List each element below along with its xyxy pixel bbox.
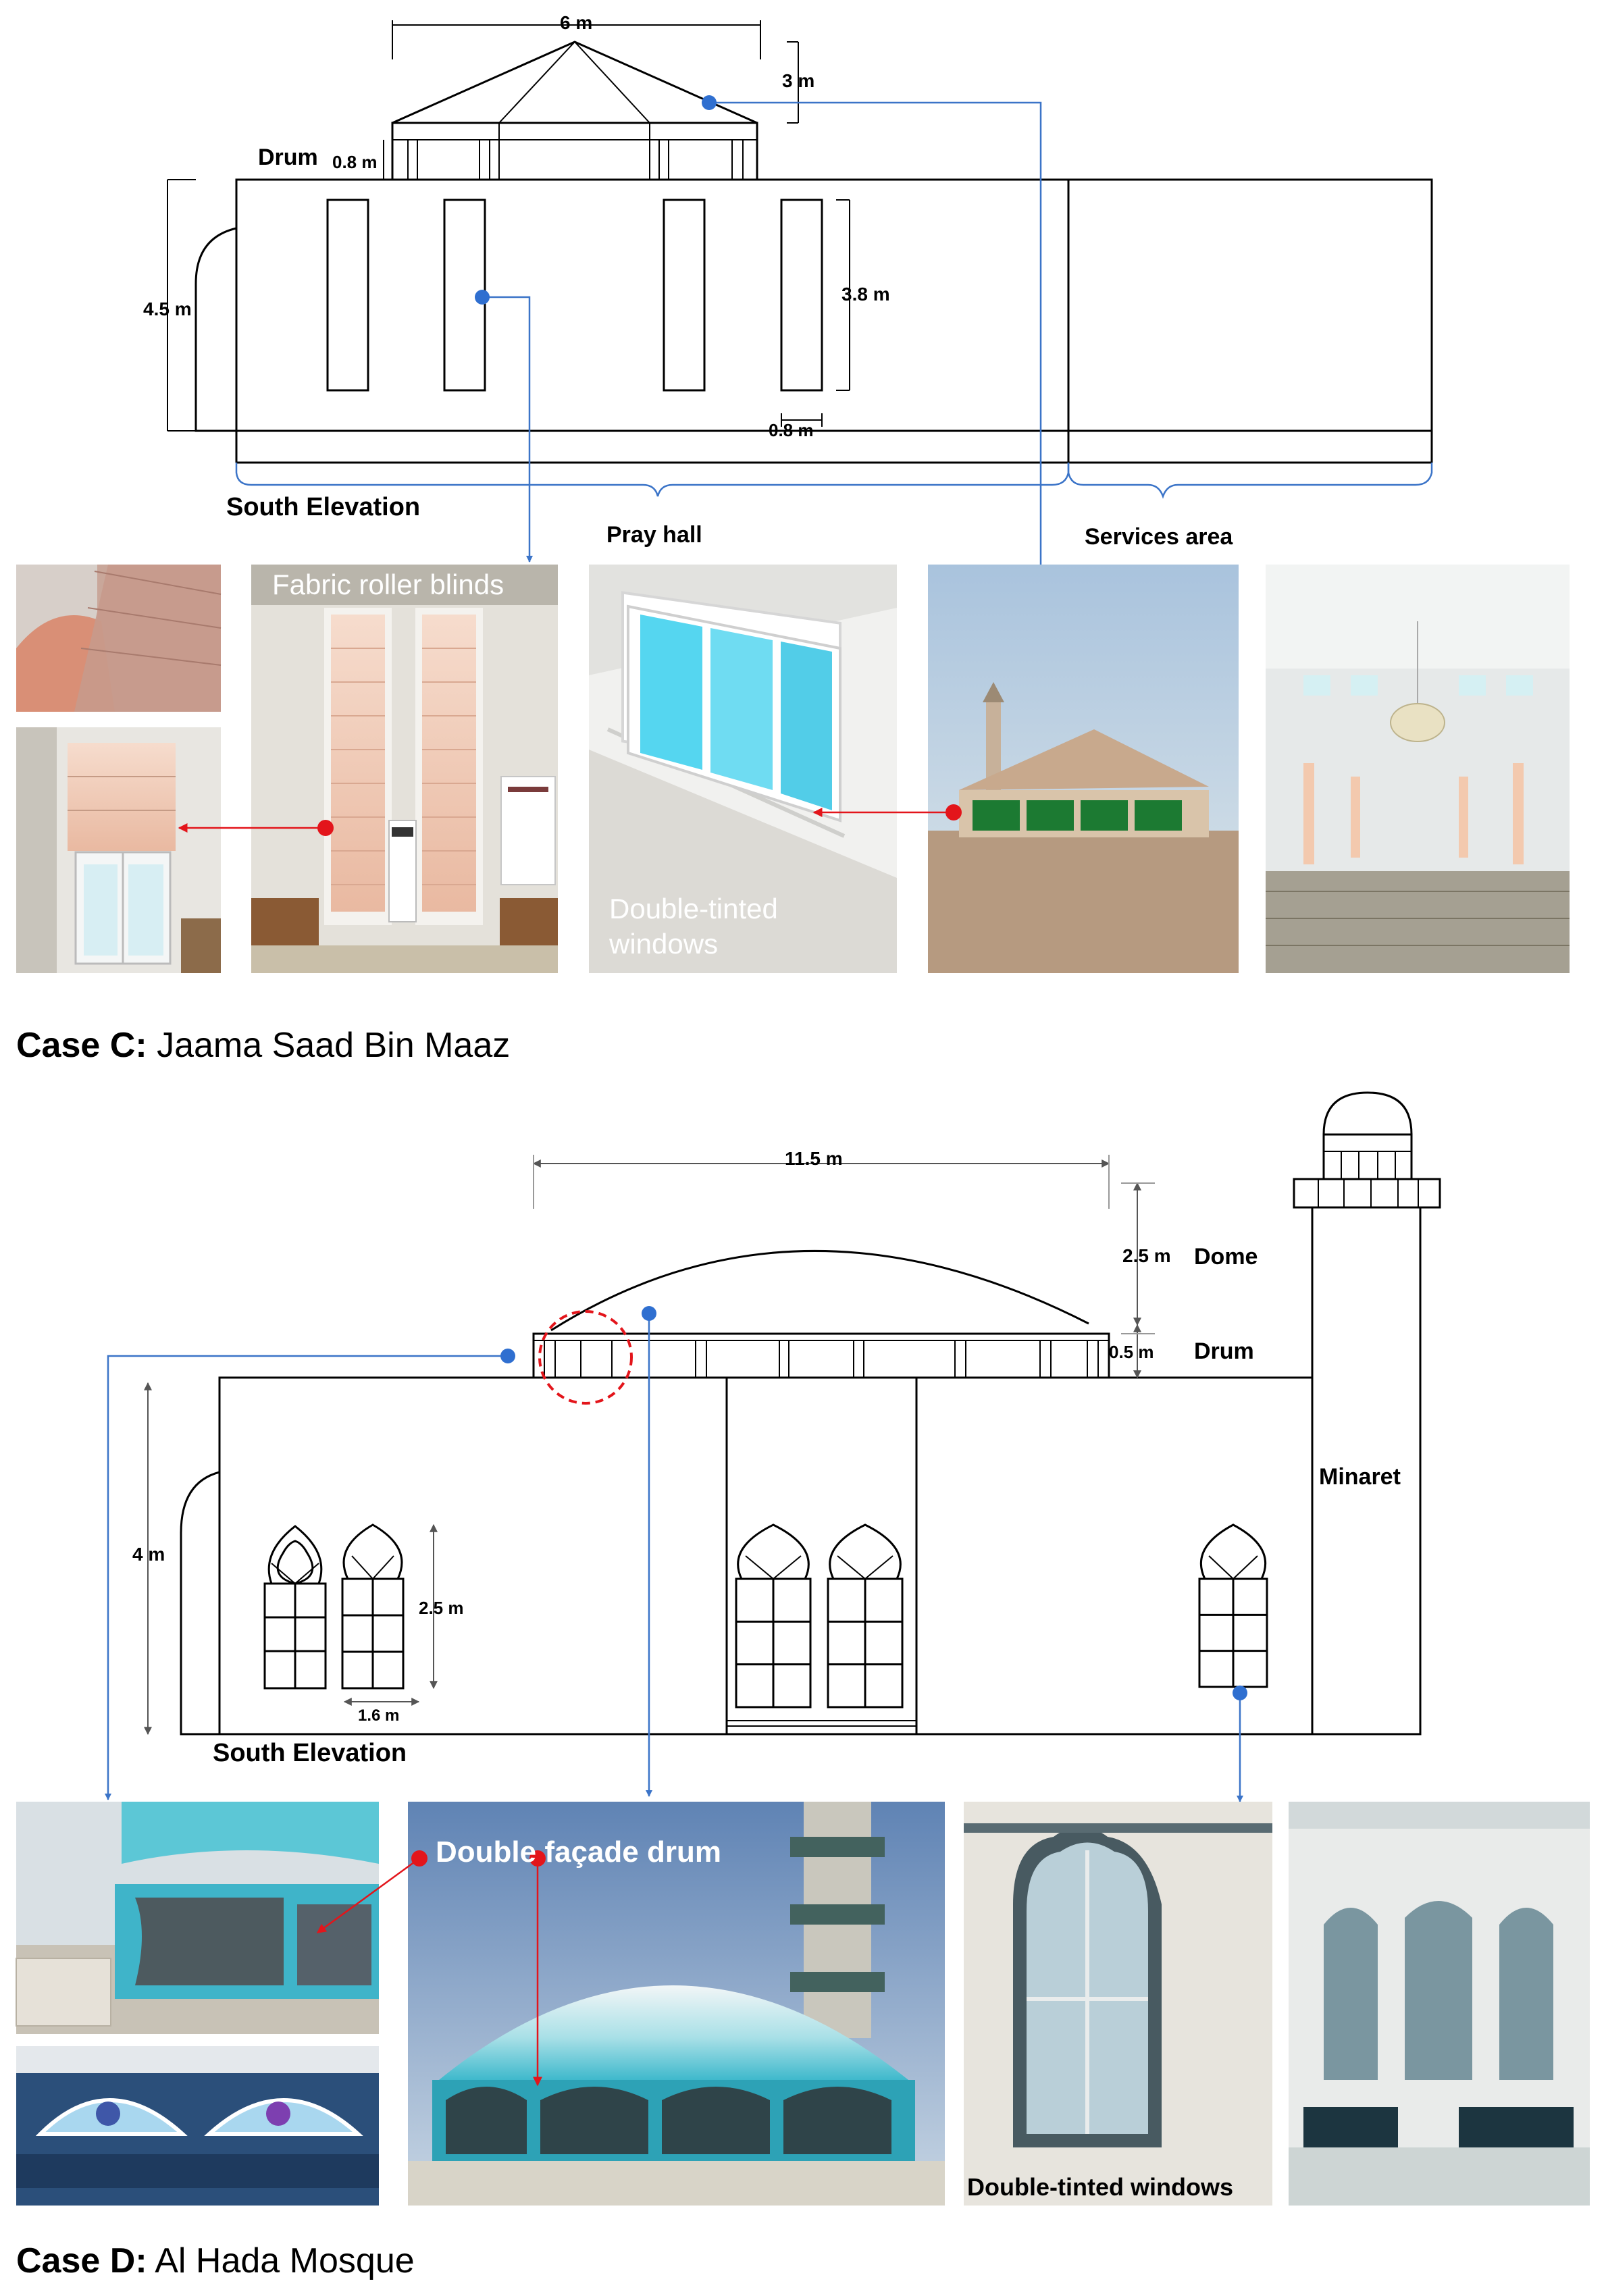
red-marker-windows	[946, 804, 962, 820]
photo-label-double-tinted-d: Double-tinted windows	[967, 2173, 1233, 2201]
case-d-dimension-lines	[144, 1155, 1155, 1736]
label-dome: Dome	[1194, 1244, 1258, 1270]
blue-marker-drum	[500, 1349, 515, 1363]
services-area-wall	[1067, 178, 1433, 432]
photo-double-tinted-windows-c	[589, 565, 897, 973]
case-d-red-leaders	[316, 1857, 542, 2087]
dim-drum-0-8m: 0.8 m	[332, 152, 378, 172]
pyramid-roof	[392, 41, 758, 124]
case-c-elevation-drawing	[167, 20, 1433, 499]
pray-hall-wall	[235, 178, 1070, 432]
blue-marker-window-d	[1233, 1686, 1247, 1700]
window-1	[326, 199, 369, 392]
photo-drum-closeup	[16, 1802, 379, 2034]
label-south-elevation-c: South Elevation	[226, 493, 421, 521]
case-c-leader-lines	[482, 101, 1044, 646]
red-marker-blind	[317, 820, 334, 836]
photo-double-facade-drum	[408, 1802, 945, 2206]
label-services-area: Services area	[1085, 524, 1233, 550]
window-d1	[263, 1525, 327, 1690]
window-4	[780, 199, 823, 392]
window-d4	[827, 1523, 904, 1708]
photo-label-double-facade-drum: Double façade drum	[436, 1835, 721, 1869]
photo-label-double-tinted-c: Double-tinted windows	[609, 893, 778, 960]
photo-exterior-roof-c	[928, 565, 1239, 973]
dim-drum-0-5m: 0.5 m	[1109, 1342, 1154, 1362]
case-d-arched-windows	[341, 1523, 1268, 1708]
label-pray-hall: Pray hall	[606, 522, 702, 548]
window-3	[663, 199, 706, 392]
window-d5	[1198, 1523, 1268, 1688]
dimension-lines	[167, 20, 850, 432]
photo-fabric-roller-blinds	[251, 565, 558, 973]
side-arch	[180, 1471, 220, 1736]
case-d-caption: Case D: Al Hada Mosque	[16, 2241, 415, 2280]
side-arch	[195, 227, 237, 432]
entrance-bay	[725, 1376, 918, 1736]
red-marker-drum-photo	[529, 1850, 546, 1867]
case-d-leader-lines	[105, 1313, 1243, 1802]
dim-4-5m: 4.5 m	[143, 298, 192, 319]
photo-label-fabric-roller-blinds: Fabric roller blinds	[272, 569, 504, 600]
dim-dome-2-5m: 2.5 m	[1122, 1245, 1171, 1266]
dim-11-5m: 11.5 m	[785, 1148, 843, 1169]
dim-window-2-5m: 2.5 m	[419, 1598, 464, 1618]
drum	[391, 122, 758, 181]
dome-outline	[550, 1250, 1089, 1332]
label-minaret: Minaret	[1319, 1464, 1401, 1490]
dim-1-6m: 1.6 m	[358, 1706, 400, 1725]
drum-highlight-circle	[538, 1310, 633, 1405]
label-drum-d: Drum	[1194, 1338, 1254, 1364]
case-d-elevation-drawing	[180, 1091, 1441, 1736]
photo-fabric-closeup	[16, 565, 222, 712]
label-south-elevation-d: South Elevation	[213, 1739, 407, 1767]
dim-3m: 3 m	[782, 70, 815, 91]
case-c-caption: Case C: Jaama Saad Bin Maaz	[16, 1026, 511, 1065]
minaret-lantern	[1322, 1133, 1413, 1180]
window-d2	[341, 1523, 405, 1690]
case-c-red-leaders	[178, 808, 954, 833]
label-drum-c: Drum	[258, 145, 318, 170]
dim-4m: 4 m	[132, 1544, 165, 1565]
window-d3	[735, 1523, 812, 1708]
blue-marker-roof	[702, 95, 717, 110]
photo-drum-stained-glass	[16, 2046, 379, 2206]
case-d-windows	[263, 1525, 327, 1690]
red-marker-drum-closeup	[411, 1850, 428, 1867]
blue-marker-window	[475, 290, 490, 305]
dim-3-8m: 3.8 m	[841, 284, 890, 305]
photo-roller-blind-window	[16, 727, 221, 973]
blue-marker-dome	[642, 1306, 656, 1321]
dim-6m: 6 m	[560, 12, 593, 33]
main-wall	[218, 1376, 1314, 1736]
photo-double-tinted-windows-d	[964, 1802, 1272, 2206]
photo-interior-hall-d	[1289, 1802, 1590, 2206]
photo-interior-hall-c	[1266, 565, 1570, 973]
dim-0-8m-window: 0.8 m	[769, 420, 814, 440]
